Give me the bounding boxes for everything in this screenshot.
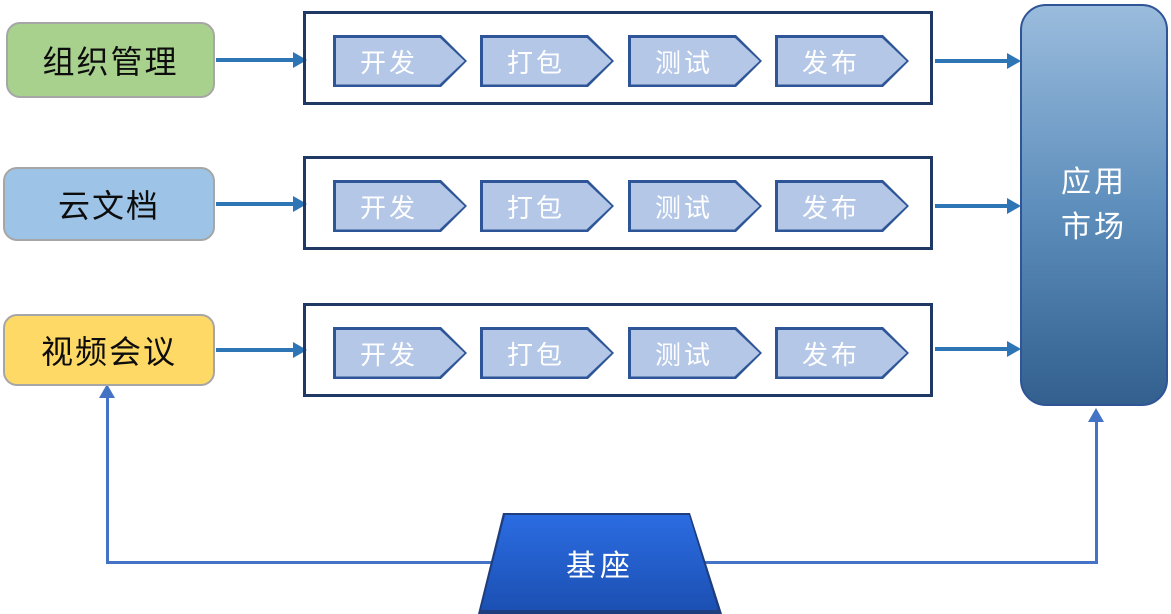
module-box-video-meeting: 视频会议: [3, 314, 215, 386]
stage-test: 测试: [628, 180, 762, 232]
pipeline-row-1: 开发 打包 测试 发布: [303, 11, 933, 105]
connector-line: [935, 204, 1008, 208]
stage-release: 发布: [775, 180, 909, 232]
stage-test: 测试: [628, 327, 762, 379]
module-box-cloud-docs: 云文档: [3, 167, 215, 241]
module-box-org-management: 组织管理: [6, 22, 215, 98]
arrowhead-right-icon: [1007, 53, 1021, 69]
stage-release: 发布: [775, 35, 909, 87]
module-label: 视频会议: [40, 334, 177, 370]
base-label: 基座: [481, 515, 718, 610]
pipeline-row-2: 开发 打包 测试 发布: [303, 156, 933, 250]
feedback-line-vertical-right: [1095, 420, 1098, 564]
stage-develop: 开发: [333, 35, 467, 87]
app-market-box: 应用 市场: [1020, 4, 1168, 406]
stage-test: 测试: [628, 35, 762, 87]
base-trapezoid: 基座: [478, 513, 722, 614]
stage-label: 打包: [482, 37, 612, 85]
stage-package: 打包: [480, 327, 614, 379]
stage-package: 打包: [480, 180, 614, 232]
feedback-arrowhead-to-market-icon: [1088, 408, 1104, 422]
stage-label: 发布: [777, 182, 907, 230]
stage-label: 测试: [630, 37, 760, 85]
connector-line: [216, 348, 294, 352]
stage-label: 打包: [482, 329, 612, 377]
stage-label: 发布: [777, 329, 907, 377]
stage-develop: 开发: [333, 327, 467, 379]
stage-package: 打包: [480, 35, 614, 87]
stage-label: 开发: [335, 329, 465, 377]
app-market-label-line1: 应用: [1061, 166, 1127, 199]
stage-label: 测试: [630, 182, 760, 230]
stage-label: 发布: [777, 37, 907, 85]
module-label: 组织管理: [42, 44, 179, 80]
arrowhead-right-icon: [1007, 198, 1021, 214]
feedback-arrowhead-to-video-icon: [99, 384, 115, 398]
feedback-line-vertical-left: [106, 396, 109, 564]
connector-line: [216, 202, 294, 206]
arrowhead-right-icon: [1007, 341, 1021, 357]
pipeline-row-3: 开发 打包 测试 发布: [303, 303, 933, 397]
connector-line: [935, 347, 1008, 351]
stage-release: 发布: [775, 327, 909, 379]
stage-label: 开发: [335, 182, 465, 230]
connector-line: [216, 58, 294, 62]
stage-label: 打包: [482, 182, 612, 230]
connector-line: [935, 59, 1008, 63]
stage-label: 测试: [630, 329, 760, 377]
app-market-label-line2: 市场: [1061, 211, 1127, 244]
module-label: 云文档: [57, 188, 160, 224]
stage-label: 开发: [335, 37, 465, 85]
stage-develop: 开发: [333, 180, 467, 232]
